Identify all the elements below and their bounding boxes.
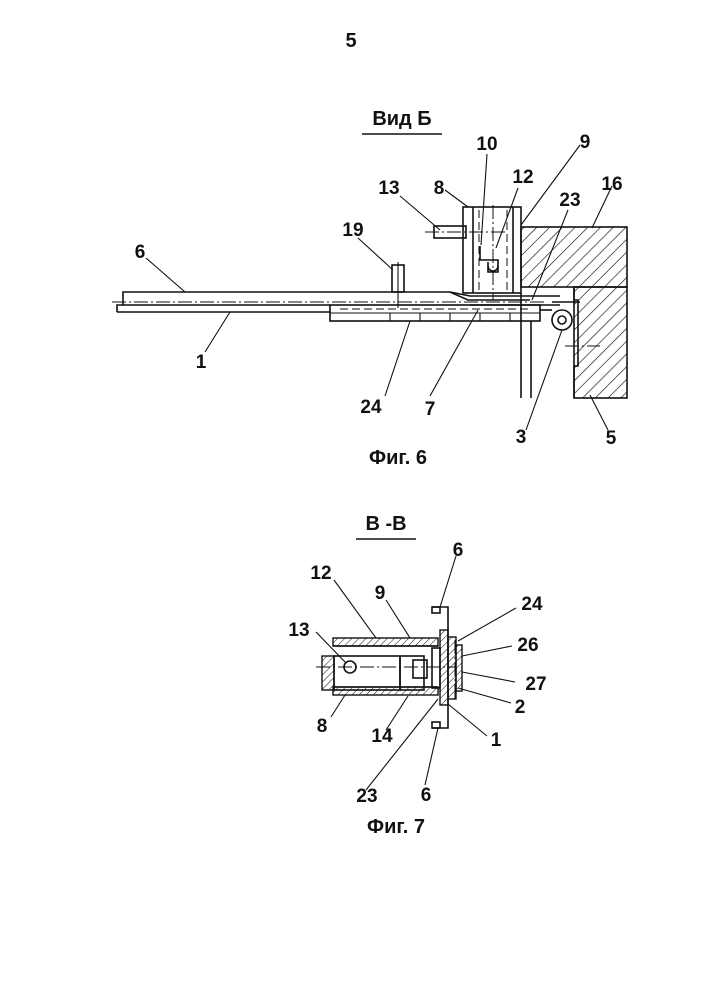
fig7-section-title: В -В bbox=[365, 513, 406, 535]
fig6-label-13: 13 bbox=[378, 178, 399, 199]
fig6-label-5: 5 bbox=[606, 428, 617, 449]
fig6-block-5 bbox=[565, 287, 627, 398]
fig6-labels: 6 1 24 7 19 13 8 10 12 9 23 16 3 5 bbox=[135, 132, 623, 449]
fig7-label-13: 13 bbox=[288, 620, 309, 641]
fig6-bracket bbox=[463, 205, 521, 300]
fig6-label-19: 19 bbox=[342, 220, 363, 241]
fig7-leaders bbox=[316, 556, 516, 790]
fig7-label-9: 9 bbox=[375, 583, 386, 604]
fig6-caption: Фиг. 6 bbox=[369, 447, 427, 469]
fig6-view-title: Вид Б bbox=[372, 108, 431, 130]
fig7-label-14: 14 bbox=[371, 726, 393, 747]
fig6-block-16 bbox=[521, 227, 627, 287]
fig6-label-8: 8 bbox=[434, 178, 445, 199]
fig6-label-3: 3 bbox=[516, 427, 527, 448]
fig6-label-10: 10 bbox=[476, 134, 497, 155]
fig6-label-12: 12 bbox=[512, 167, 533, 188]
fig6-label-24: 24 bbox=[360, 397, 382, 418]
fig7-caption: Фиг. 7 bbox=[367, 816, 425, 838]
fig6-label-16: 16 bbox=[601, 174, 622, 195]
fig7-label-23: 23 bbox=[356, 786, 377, 807]
fig6-label-23: 23 bbox=[559, 190, 580, 211]
fig7-label-24: 24 bbox=[521, 594, 543, 615]
fig7-body-8 bbox=[316, 656, 455, 690]
fig6-label-7: 7 bbox=[425, 399, 436, 420]
fig7-label-6-top: 6 bbox=[453, 540, 464, 561]
fig7-label-6-bottom: 6 bbox=[421, 785, 432, 806]
fig7-label-2: 2 bbox=[515, 697, 526, 718]
fig6-label-6: 6 bbox=[135, 242, 146, 263]
fig6-pin-19 bbox=[392, 262, 404, 308]
fig7-label-27: 27 bbox=[525, 674, 546, 695]
fig7-label-1: 1 bbox=[491, 730, 502, 751]
page-number: 5 bbox=[345, 30, 356, 52]
fig6-label-9: 9 bbox=[580, 132, 591, 153]
figure-7: В -В bbox=[288, 513, 546, 838]
fig6-label-1: 1 bbox=[196, 352, 207, 373]
fig7-label-8: 8 bbox=[317, 716, 328, 737]
fig7-label-12: 12 bbox=[310, 563, 331, 584]
figure-6: Вид Б bbox=[112, 108, 627, 469]
fig7-label-26: 26 bbox=[517, 635, 538, 656]
